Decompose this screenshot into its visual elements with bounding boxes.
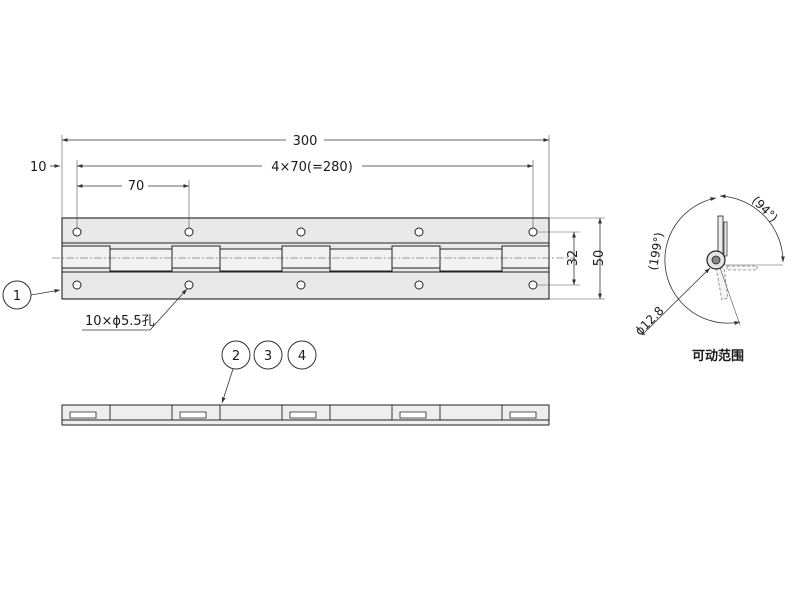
motion-range-title: 可动范围: [692, 348, 744, 364]
knuckle: [219, 248, 283, 272]
mounting-hole: [72, 227, 82, 237]
angle-199-label: (199°): [646, 231, 666, 271]
hinge-knuckles: [61, 245, 550, 272]
leaf-vertical: [717, 215, 724, 257]
callout-4-number: 4: [298, 349, 306, 364]
leaf-angled: [715, 267, 729, 301]
knuckle: [501, 245, 550, 269]
dimension-hole-pitch-total: 4×70(=280): [76, 156, 534, 228]
motion-range-diagram: ϕ12.8 (199°) (94°) 可动范围: [632, 193, 785, 364]
range-199-arc: [664, 197, 741, 325]
dim-hole-row-spacing-label: 32: [566, 250, 581, 267]
holes-spec-label: 10×ϕ5.5孔: [85, 314, 155, 329]
callout-part-1: 1: [2, 280, 61, 310]
callout-parts-2-3-4: 2 3 4: [221, 340, 317, 404]
callout-2-number: 2: [232, 349, 240, 364]
dim-hole-pitch-total-label: 4×70(=280): [271, 160, 353, 175]
leaf-horizontal: [726, 265, 758, 271]
mounting-hole: [528, 227, 538, 237]
callout-1-number: 1: [13, 289, 21, 304]
mounting-hole: [296, 280, 306, 290]
hinge-top-view: [52, 217, 575, 300]
mounting-hole: [528, 280, 538, 290]
dimension-hole-row-spacing: 32: [538, 231, 581, 286]
angle-94-label: (94°): [749, 193, 781, 225]
dimension-hole-pitch: 70: [77, 176, 190, 228]
knuckle: [281, 245, 331, 269]
mounting-hole: [184, 227, 194, 237]
knuckle: [109, 248, 173, 272]
dim-edge-offset-label: 10: [30, 160, 47, 175]
hinge-side-view: [61, 404, 550, 426]
callout-3-number: 3: [264, 349, 272, 364]
dim-total-length-label: 300: [293, 134, 318, 149]
knuckle: [61, 245, 111, 269]
range-94-arc: [719, 194, 785, 263]
mounting-hole: [414, 280, 424, 290]
dimension-width: 50: [549, 217, 607, 300]
dim-hole-pitch-label: 70: [128, 179, 145, 194]
mounting-hole: [414, 227, 424, 237]
mounting-hole: [184, 280, 194, 290]
dimension-total-length: 300: [61, 130, 550, 218]
knuckle: [171, 245, 221, 269]
mounting-hole: [296, 227, 306, 237]
pin-diameter-label: ϕ12.8: [632, 304, 666, 338]
callout-holes: 10×ϕ5.5孔: [82, 288, 188, 331]
knuckle: [329, 248, 393, 272]
knuckle: [391, 245, 441, 269]
mounting-hole: [72, 280, 82, 290]
dim-width-label: 50: [592, 250, 607, 267]
knuckle: [439, 248, 503, 272]
dimension-edge-offset: 10: [30, 160, 60, 175]
